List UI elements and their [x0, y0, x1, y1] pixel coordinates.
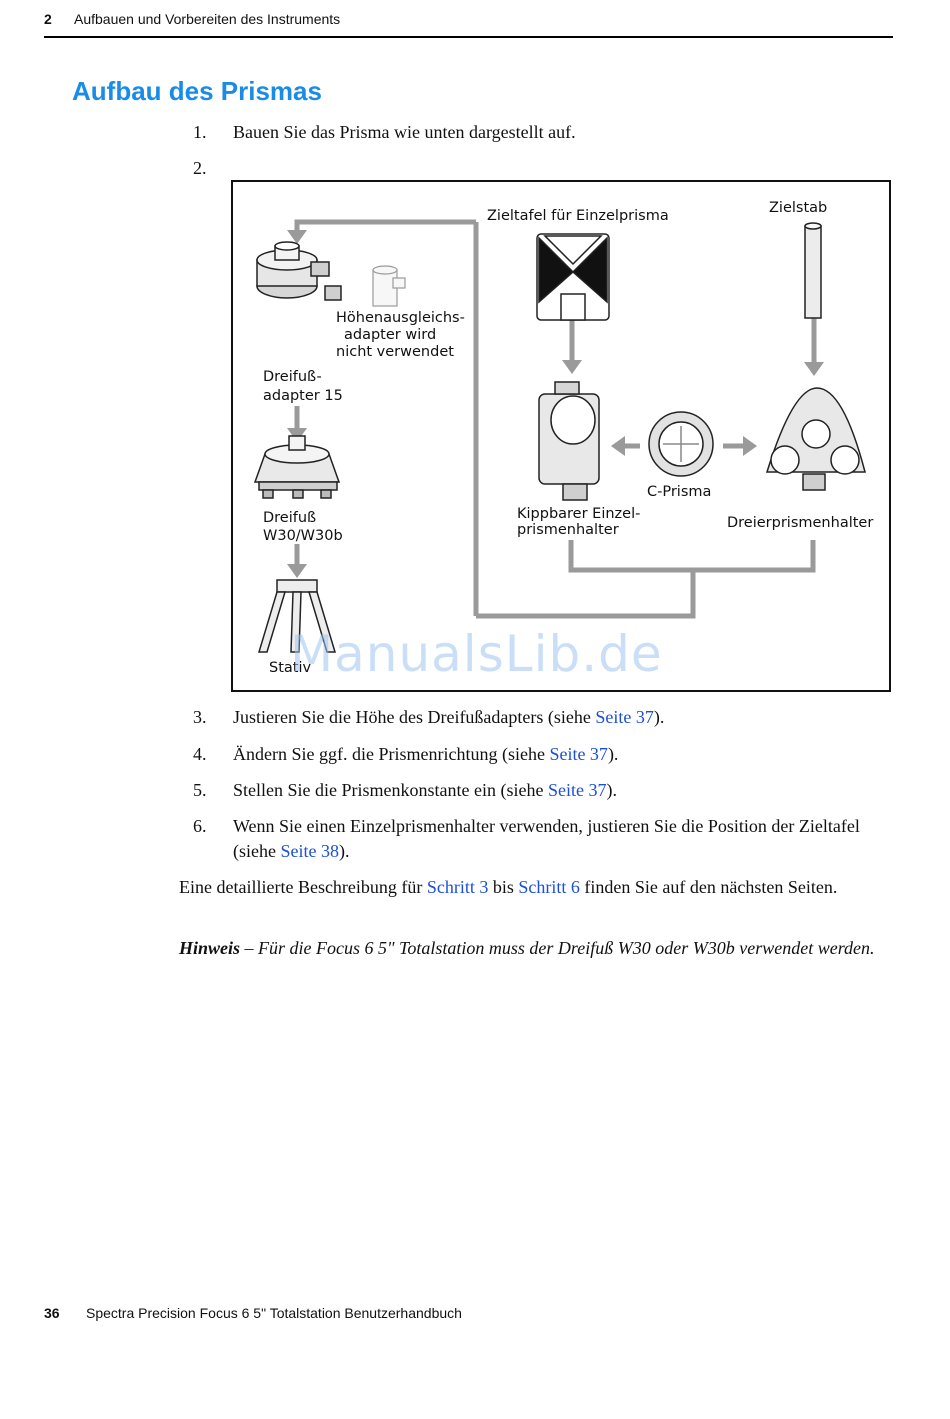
label-dreifuss-1: Dreifuß [263, 510, 317, 526]
note-label: Hinweis [179, 938, 241, 958]
step-number: 6. [193, 816, 207, 836]
step-number: 1. [193, 122, 207, 142]
label-zielstab: Zielstab [769, 200, 828, 216]
step-text: Bauen Sie das Prisma wie unten dargestel… [233, 122, 576, 142]
page-number: 36 [44, 1305, 60, 1321]
label-dreifussadapter-1: Dreifuß- [263, 369, 322, 385]
step-text: Wenn Sie einen Einzelprismenhalter verwe… [233, 816, 860, 861]
step-number: 3. [193, 707, 207, 727]
running-footer: 36 Spectra Precision Focus 6 5" Totalstat… [44, 1305, 462, 1321]
note-paragraph: Hinweis – Für die Focus 6 5" Totalstatio… [179, 936, 889, 961]
step-number: 5. [193, 780, 207, 800]
label-hoehenausgleich-1: Höhenausgleichs- [336, 310, 465, 326]
label-kippbar-1: Kippbarer Einzel- [517, 506, 641, 522]
label-c-prisma: C-Prisma [647, 484, 712, 500]
section-title: Aufbau des Prismas [72, 76, 322, 106]
step-text: Stellen Sie die Prismenkonstante ein (si… [233, 780, 617, 800]
label-stativ: Stativ [269, 660, 312, 676]
link-schritt-6[interactable]: Schritt 6 [518, 877, 580, 897]
label-kippbar-2: prismenhalter [517, 522, 619, 538]
label-hoehenausgleich-3: nicht verwendet [336, 344, 454, 360]
link-schritt-3[interactable]: Schritt 3 [426, 877, 489, 897]
link-seite-37[interactable]: Seite 37 [549, 744, 608, 764]
label-dreierprismenhalter: Dreierprismenhalter [727, 515, 874, 531]
description-paragraph: Eine detaillierte Beschreibung für Schri… [179, 877, 838, 897]
link-seite-38[interactable]: Seite 38 [280, 841, 339, 861]
running-header: 2 Aufbauen und Vorbereiten des Instrument… [44, 11, 340, 27]
link-seite-37[interactable]: Seite 37 [595, 707, 654, 727]
watermark: ManualsLib.de [290, 625, 663, 683]
label-dreifuss-2: W30/W30b [263, 528, 343, 544]
step-number: 4. [193, 744, 207, 764]
footer-title: Spectra Precision Focus 6 5" Totalstatio… [86, 1305, 462, 1321]
diagram-drawing [253, 219, 866, 653]
prism-setup-diagram: Zieltafel für Einzelprisma Zielstab Höhe… [231, 180, 891, 692]
step-text: Justieren Sie die Höhe des Dreifußadapte… [233, 707, 665, 727]
chapter-number: 2 [44, 11, 52, 27]
link-seite-37[interactable]: Seite 37 [547, 780, 607, 800]
label-zieltafel: Zieltafel für Einzelprisma [487, 208, 669, 224]
label-dreifussadapter-2: adapter 15 [263, 388, 343, 404]
step-text: Ändern Sie ggf. die Prismenrichtung (sie… [233, 744, 619, 764]
header-rule [44, 36, 893, 38]
chapter-title: Aufbauen und Vorbereiten des Instruments [74, 11, 341, 27]
note-text: – Für die Focus 6 5" Totalstation muss d… [240, 938, 875, 958]
step-number: 2. [193, 158, 207, 178]
label-hoehenausgleich-2: adapter wird [344, 327, 437, 343]
